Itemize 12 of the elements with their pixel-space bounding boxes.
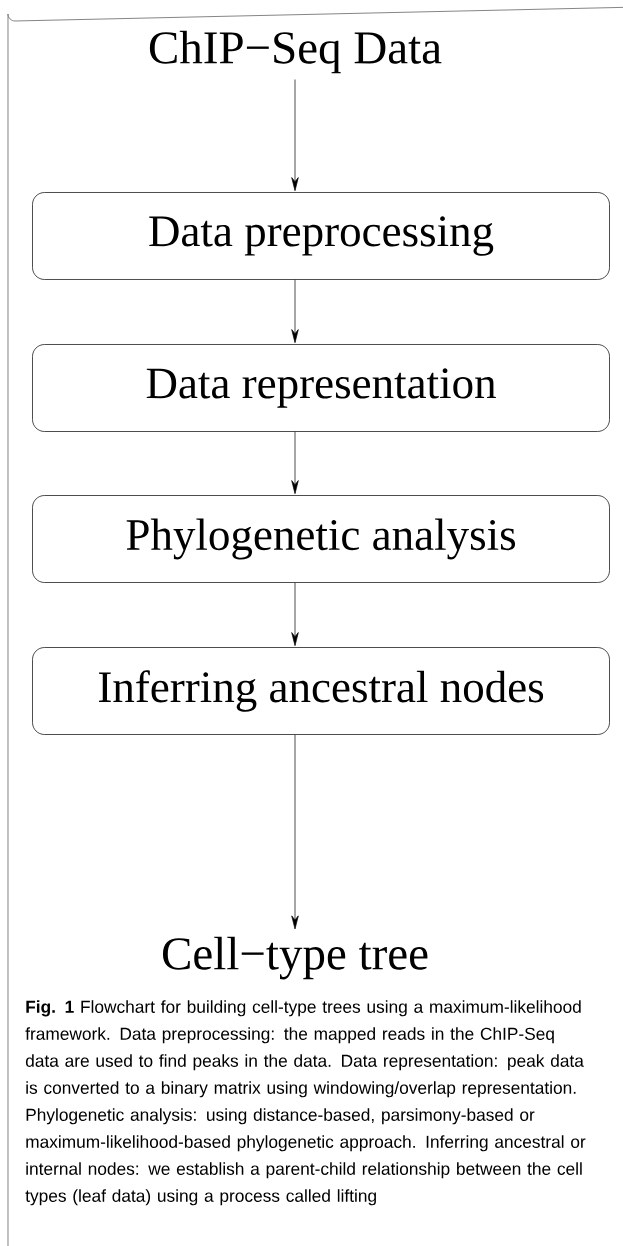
arrow xyxy=(291,582,299,647)
process-box: Phylogenetic analysis xyxy=(32,495,610,583)
arrow xyxy=(291,279,299,344)
process-box: Data preprocessing xyxy=(32,192,610,280)
caption-text: Fig. 1 Flowchart for building cell-type trees using a maximum-likelihood framework. Data preprocessing: the mapped reads in the ChIP-Seq data are used to find peaks in the data. Data representation: peak data is converted to a binary matrix using windowing/overlap representation. Phylogenetic analysis: using distance-based, parsimony-based or maximum-likelihood-based phylogenetic approach. Inferring ancestral or internal nodes: we establish a parent-child relationship between the cell types (leaf data) using a process called lifting xyxy=(25,1000,586,1206)
arrow xyxy=(291,431,299,495)
arrow xyxy=(291,79,299,192)
flow-label: Cell−type tree xyxy=(162,936,428,980)
flow-label: ChIP−Seq Data xyxy=(149,30,442,74)
process-box: Data representation xyxy=(32,344,610,432)
arrow xyxy=(291,734,299,930)
process-box: Inferring ancestral nodes xyxy=(32,647,610,735)
